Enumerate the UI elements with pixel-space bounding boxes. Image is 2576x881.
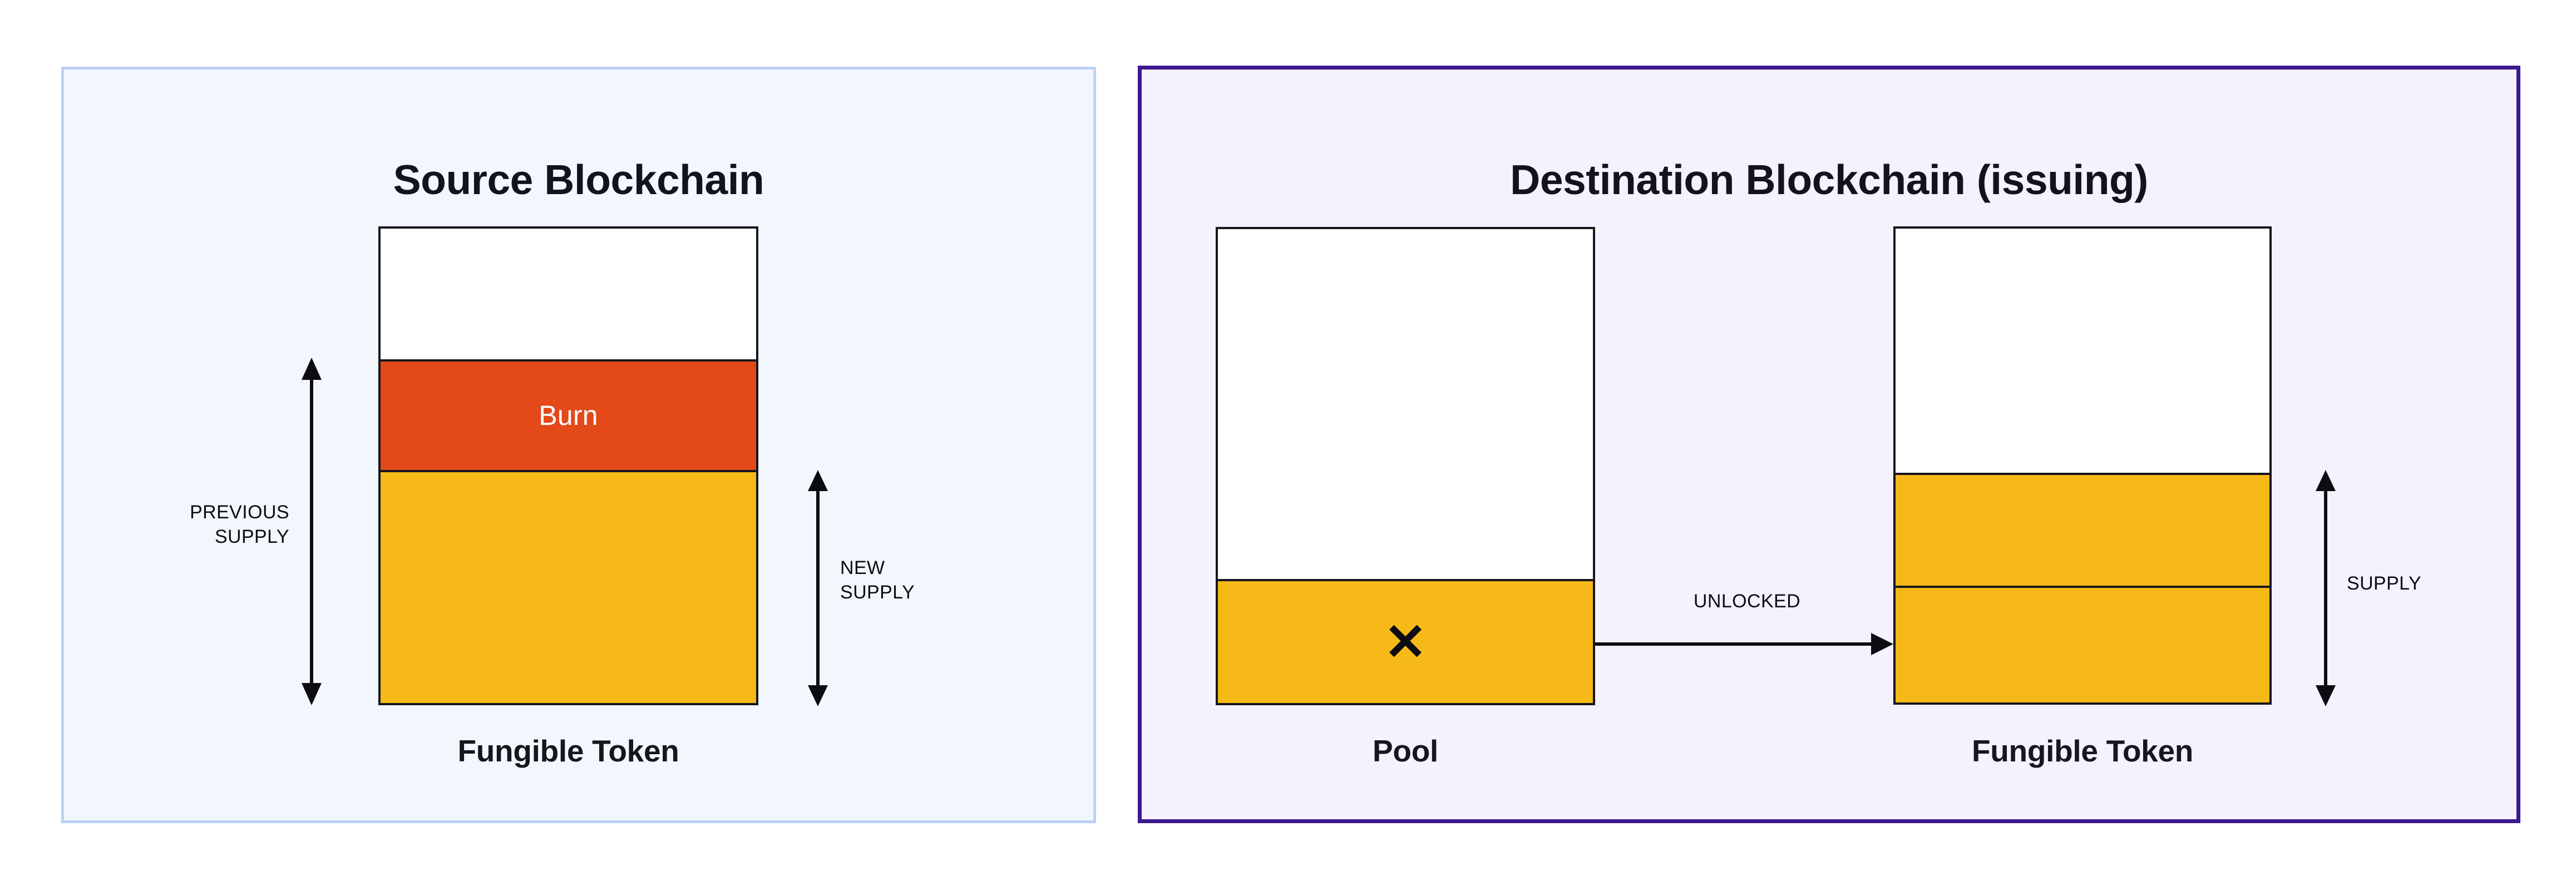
panel-destination-title: Destination Blockchain (issuing) xyxy=(1510,156,2148,203)
measure-new-supply-arrow xyxy=(807,470,829,706)
source-fungible-token-caption: Fungible Token xyxy=(457,734,679,768)
measure-supply-label: SUPPLY xyxy=(2347,573,2422,594)
dest-ft-segment-empty xyxy=(1896,229,2269,473)
pool-segment-empty xyxy=(1218,229,1593,580)
pool-box: ✕ xyxy=(1216,227,1595,705)
measure-new-supply-label: NEW SUPPLY xyxy=(840,557,915,603)
pool-caption: Pool xyxy=(1373,734,1438,768)
burn-label: Burn xyxy=(539,400,598,432)
destination-fungible-token-box xyxy=(1893,226,2272,705)
destination-fungible-token-caption: Fungible Token xyxy=(1971,734,2194,768)
dest-ft-segment-minted xyxy=(1896,472,2269,586)
flow-unlocked-arrow xyxy=(1595,628,1896,660)
source-ft-segment-remaining xyxy=(381,472,756,703)
close-x-icon: ✕ xyxy=(1384,613,1427,671)
measure-previous-supply-label: PREVIOUS SUPPLY xyxy=(190,502,289,547)
measure-previous-supply-arrow xyxy=(300,358,323,705)
measure-supply-arrow xyxy=(2315,470,2337,706)
dest-ft-segment-existing xyxy=(1896,585,2269,702)
panel-source-title: Source Blockchain xyxy=(393,156,764,203)
pool-segment-locked: ✕ xyxy=(1218,579,1593,703)
source-ft-segment-burn: Burn xyxy=(381,359,756,472)
source-fungible-token-box: Burn xyxy=(378,226,758,705)
flow-unlocked-label: UNLOCKED xyxy=(1693,591,1801,612)
source-ft-segment-empty xyxy=(381,229,756,359)
